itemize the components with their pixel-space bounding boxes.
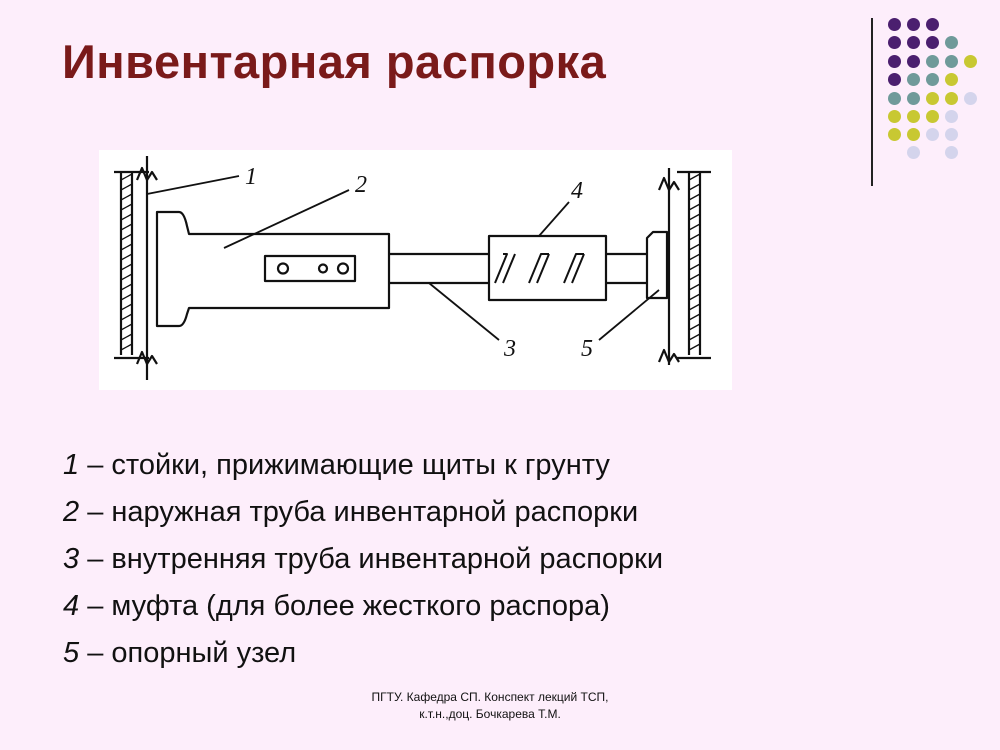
callout-2: 2 — [355, 172, 367, 198]
decor-dot — [907, 146, 920, 159]
right-wall-sheeting — [657, 168, 711, 365]
leader-lines — [146, 175, 660, 341]
footer-line-1: ПГТУ. Кафедра СП. Конспект лекций ТСП, — [371, 690, 609, 704]
decor-dot — [926, 110, 939, 123]
legend-text: – внутренняя труба инвентарной распорки — [79, 543, 664, 575]
legend-item: 2 – наружная труба инвентарной распорки — [63, 492, 663, 539]
legend-item: 3 – внутренняя труба инвентарной распорк… — [63, 539, 663, 586]
decor-dot — [945, 55, 958, 68]
decor-dot — [907, 110, 920, 123]
footer-line-2: к.т.н.,доц. Бочкарева Т.М. — [419, 707, 561, 721]
strut-drawing: 1 2 3 4 5 — [114, 156, 711, 380]
decor-dot — [926, 36, 939, 49]
strut-diagram: 1 2 3 4 5 — [99, 150, 732, 390]
legend-number: 3 — [63, 543, 80, 575]
decor-dot — [888, 110, 901, 123]
legend-number: 4 — [63, 590, 80, 622]
decor-dot — [907, 55, 920, 68]
legend-number: 5 — [63, 637, 80, 669]
decor-dot — [888, 73, 901, 86]
decor-dot — [926, 92, 939, 105]
coupling — [487, 234, 608, 302]
decor-dot — [964, 55, 977, 68]
decor-dot — [945, 73, 958, 86]
decor-dot — [926, 128, 939, 141]
decor-dot — [945, 146, 958, 159]
inner-tube — [389, 252, 647, 285]
decor-dot — [907, 18, 920, 31]
decor-dot — [888, 92, 901, 105]
decor-dot — [888, 18, 901, 31]
decor-dot — [907, 36, 920, 49]
legend-item: 4 – муфта (для более жесткого распора) — [63, 586, 663, 633]
decor-dot — [888, 128, 901, 141]
legend-list: 1 – стойки, прижимающие щиты к грунту 2 … — [63, 445, 663, 680]
decor-dot — [926, 18, 939, 31]
support-node — [645, 230, 669, 300]
decor-dot — [926, 73, 939, 86]
decorative-divider — [871, 18, 873, 186]
decor-dot — [945, 128, 958, 141]
callout-5: 5 — [581, 336, 593, 362]
decor-dot — [926, 55, 939, 68]
callout-1: 1 — [245, 164, 257, 190]
decor-dot — [945, 36, 958, 49]
decor-dot — [964, 92, 977, 105]
slide-title: Инвентарная распорка — [62, 35, 607, 88]
decor-dot — [888, 55, 901, 68]
legend-text: – опорный узел — [79, 637, 297, 669]
decor-dot — [945, 110, 958, 123]
outer-tube — [155, 210, 391, 328]
decor-dot — [907, 92, 920, 105]
legend-number: 2 — [63, 496, 80, 528]
legend-item: 5 – опорный узел — [63, 633, 663, 680]
callout-4: 4 — [571, 178, 583, 204]
legend-text: – стойки, прижимающие щиты к грунту — [79, 449, 610, 481]
legend-text: – муфта (для более жесткого распора) — [79, 590, 610, 622]
decor-dot — [907, 73, 920, 86]
legend-item: 1 – стойки, прижимающие щиты к грунту — [63, 445, 663, 492]
left-wall-sheeting — [114, 156, 158, 380]
legend-number: 1 — [63, 449, 80, 481]
decor-dot — [888, 36, 901, 49]
slide-footer: ПГТУ. Кафедра СП. Конспект лекций ТСП, к… — [310, 689, 670, 723]
decor-dot — [907, 128, 920, 141]
decor-dot — [945, 92, 958, 105]
legend-text: – наружная труба инвентарной распорки — [79, 496, 639, 528]
callout-3: 3 — [503, 336, 516, 362]
